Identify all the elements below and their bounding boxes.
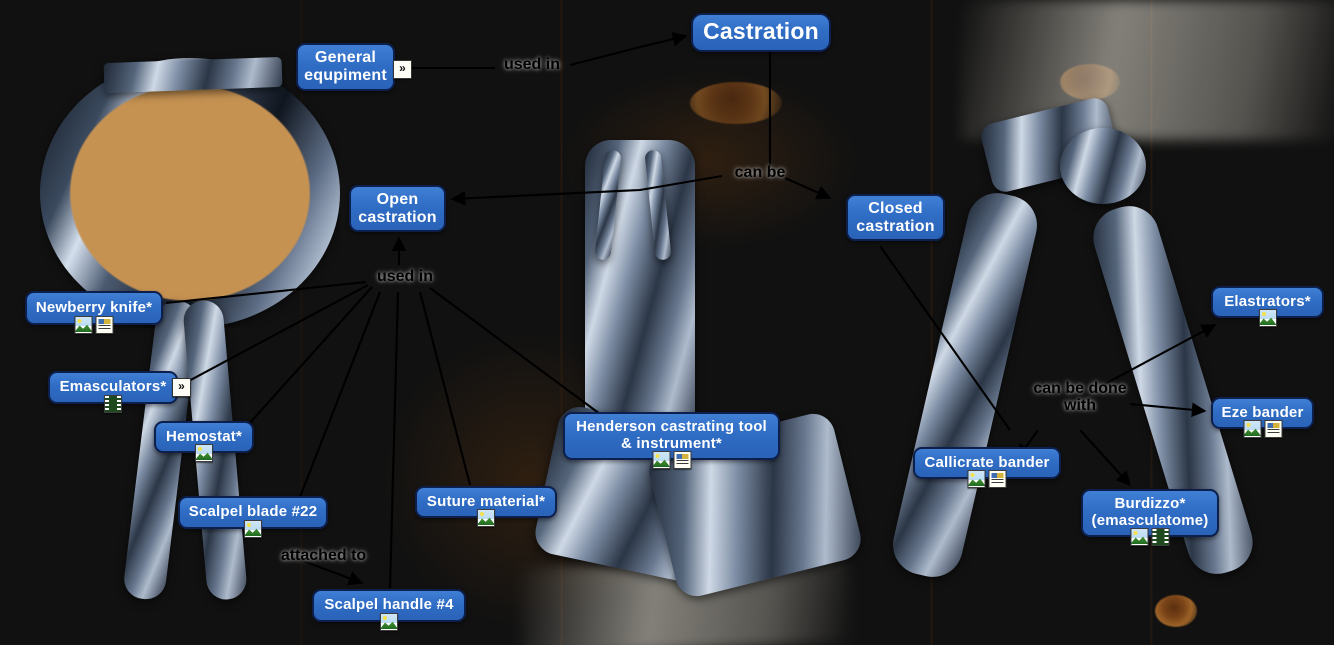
node-icons xyxy=(967,470,1007,488)
edge-label-can-be: can be xyxy=(734,164,786,181)
node-open-castration[interactable]: Open castration xyxy=(349,185,446,232)
node-general-equipment[interactable]: General equpiment xyxy=(296,43,395,91)
image-icon[interactable] xyxy=(967,470,986,488)
image-icon[interactable] xyxy=(1243,420,1261,438)
node-scalpel-blade-22[interactable]: Scalpel blade #22 xyxy=(178,496,328,538)
node-label: Closed castration xyxy=(856,199,935,235)
node-icons xyxy=(1243,420,1282,438)
node-label: General equpiment xyxy=(304,49,387,84)
node-callicrate-bander[interactable]: Callicrate bander xyxy=(913,447,1061,488)
edge-hub-burdizzo xyxy=(1079,429,1131,487)
node-closed-castration[interactable]: Closed castration xyxy=(846,194,945,241)
node-icons xyxy=(195,444,213,462)
edge-label-attached-to: attached to xyxy=(280,547,367,564)
node-icons xyxy=(104,395,122,413)
node-label: Castration xyxy=(703,18,819,45)
node-label: Eze bander xyxy=(1221,403,1304,421)
edge-canbe-open xyxy=(450,174,723,206)
edge-label-used-in-top: used in xyxy=(503,56,560,73)
edge-suture-hub xyxy=(418,291,472,486)
wood-knot xyxy=(1155,595,1197,627)
image-icon[interactable] xyxy=(74,316,93,334)
node-castration[interactable]: Castration xyxy=(691,13,831,52)
node-icons xyxy=(652,451,691,469)
edge-hub-eze xyxy=(1129,402,1207,418)
node-suture-material[interactable]: Suture material* xyxy=(415,486,557,527)
node-label: Scalpel blade #22 xyxy=(188,503,318,521)
plank-seam xyxy=(560,0,563,645)
node-icons xyxy=(1130,528,1170,546)
edge-scalpelblade-hub xyxy=(299,291,381,498)
node-burdizzo[interactable]: Burdizzo* (emasculatome) xyxy=(1081,489,1219,546)
edge-blade-handle xyxy=(281,552,364,586)
image-icon[interactable] xyxy=(380,613,398,631)
node-hemostat[interactable]: Hemostat* xyxy=(154,421,254,462)
document-icon[interactable] xyxy=(673,451,691,469)
edge-label-used-in-hub: used in xyxy=(376,268,433,285)
node-newberry-knife[interactable]: Newberry knife* xyxy=(25,291,163,334)
plank-seam xyxy=(930,0,933,645)
node-label: Elastrators* xyxy=(1224,292,1311,310)
edge-canbe-closed xyxy=(784,177,832,200)
edge-general-castration-arrow xyxy=(569,31,688,67)
image-icon[interactable] xyxy=(244,520,262,538)
plank-seam xyxy=(300,0,303,645)
node-label: Scalpel handle #4 xyxy=(324,596,454,614)
node-icons xyxy=(74,316,114,334)
node-icons xyxy=(244,520,262,538)
edge-scalpelhandle-hub xyxy=(388,291,400,589)
node-label: Henderson castrating tool & instrument* xyxy=(576,418,767,452)
image-icon[interactable] xyxy=(1130,528,1149,546)
tool-burdizzo-disc xyxy=(1060,128,1146,204)
chevron-double-right-icon-emasculators[interactable]: » xyxy=(172,378,191,397)
edge-newberry-hub xyxy=(165,280,367,305)
edge-closed-hub xyxy=(879,245,1011,431)
image-icon[interactable] xyxy=(477,509,495,527)
edge-hemostat-hub xyxy=(247,286,373,426)
edge-henderson-hub xyxy=(429,287,601,415)
tool-newberry-ring xyxy=(40,58,340,328)
node-label: Newberry knife* xyxy=(35,298,153,316)
image-icon[interactable] xyxy=(652,451,670,469)
node-henderson-castrating-tool[interactable]: Henderson castrating tool & instrument* xyxy=(563,412,780,469)
node-icons xyxy=(477,509,495,527)
image-icon[interactable] xyxy=(195,444,213,462)
image-icon[interactable] xyxy=(1258,309,1277,327)
chevron-double-right-icon-general-equipment[interactable]: » xyxy=(393,60,412,79)
document-icon[interactable] xyxy=(1264,420,1282,438)
node-label: Emasculators* xyxy=(59,378,167,396)
edge-emasculators-hub xyxy=(184,284,369,384)
document-icon[interactable] xyxy=(988,470,1007,488)
document-icon[interactable] xyxy=(95,316,114,334)
node-elastrators[interactable]: Elastrators* xyxy=(1211,286,1324,327)
node-emasculators[interactable]: Emasculators* xyxy=(48,371,178,413)
video-icon[interactable] xyxy=(1151,528,1170,546)
node-label: Suture material* xyxy=(426,492,546,510)
node-icons xyxy=(380,613,398,631)
edge-hub-elastrators xyxy=(1089,324,1217,393)
node-label: Open castration xyxy=(358,190,437,226)
node-eze-bander[interactable]: Eze bander xyxy=(1211,397,1314,438)
node-label: Hemostat* xyxy=(166,427,242,445)
node-label: Callicrate bander xyxy=(924,453,1050,471)
edge-label-can-be-done-with: can be done with xyxy=(1033,380,1127,414)
node-scalpel-handle-4[interactable]: Scalpel handle #4 xyxy=(312,589,466,631)
video-icon[interactable] xyxy=(104,395,122,413)
node-icons xyxy=(1258,309,1277,327)
node-label: Burdizzo* (emasculatome) xyxy=(1091,495,1209,529)
